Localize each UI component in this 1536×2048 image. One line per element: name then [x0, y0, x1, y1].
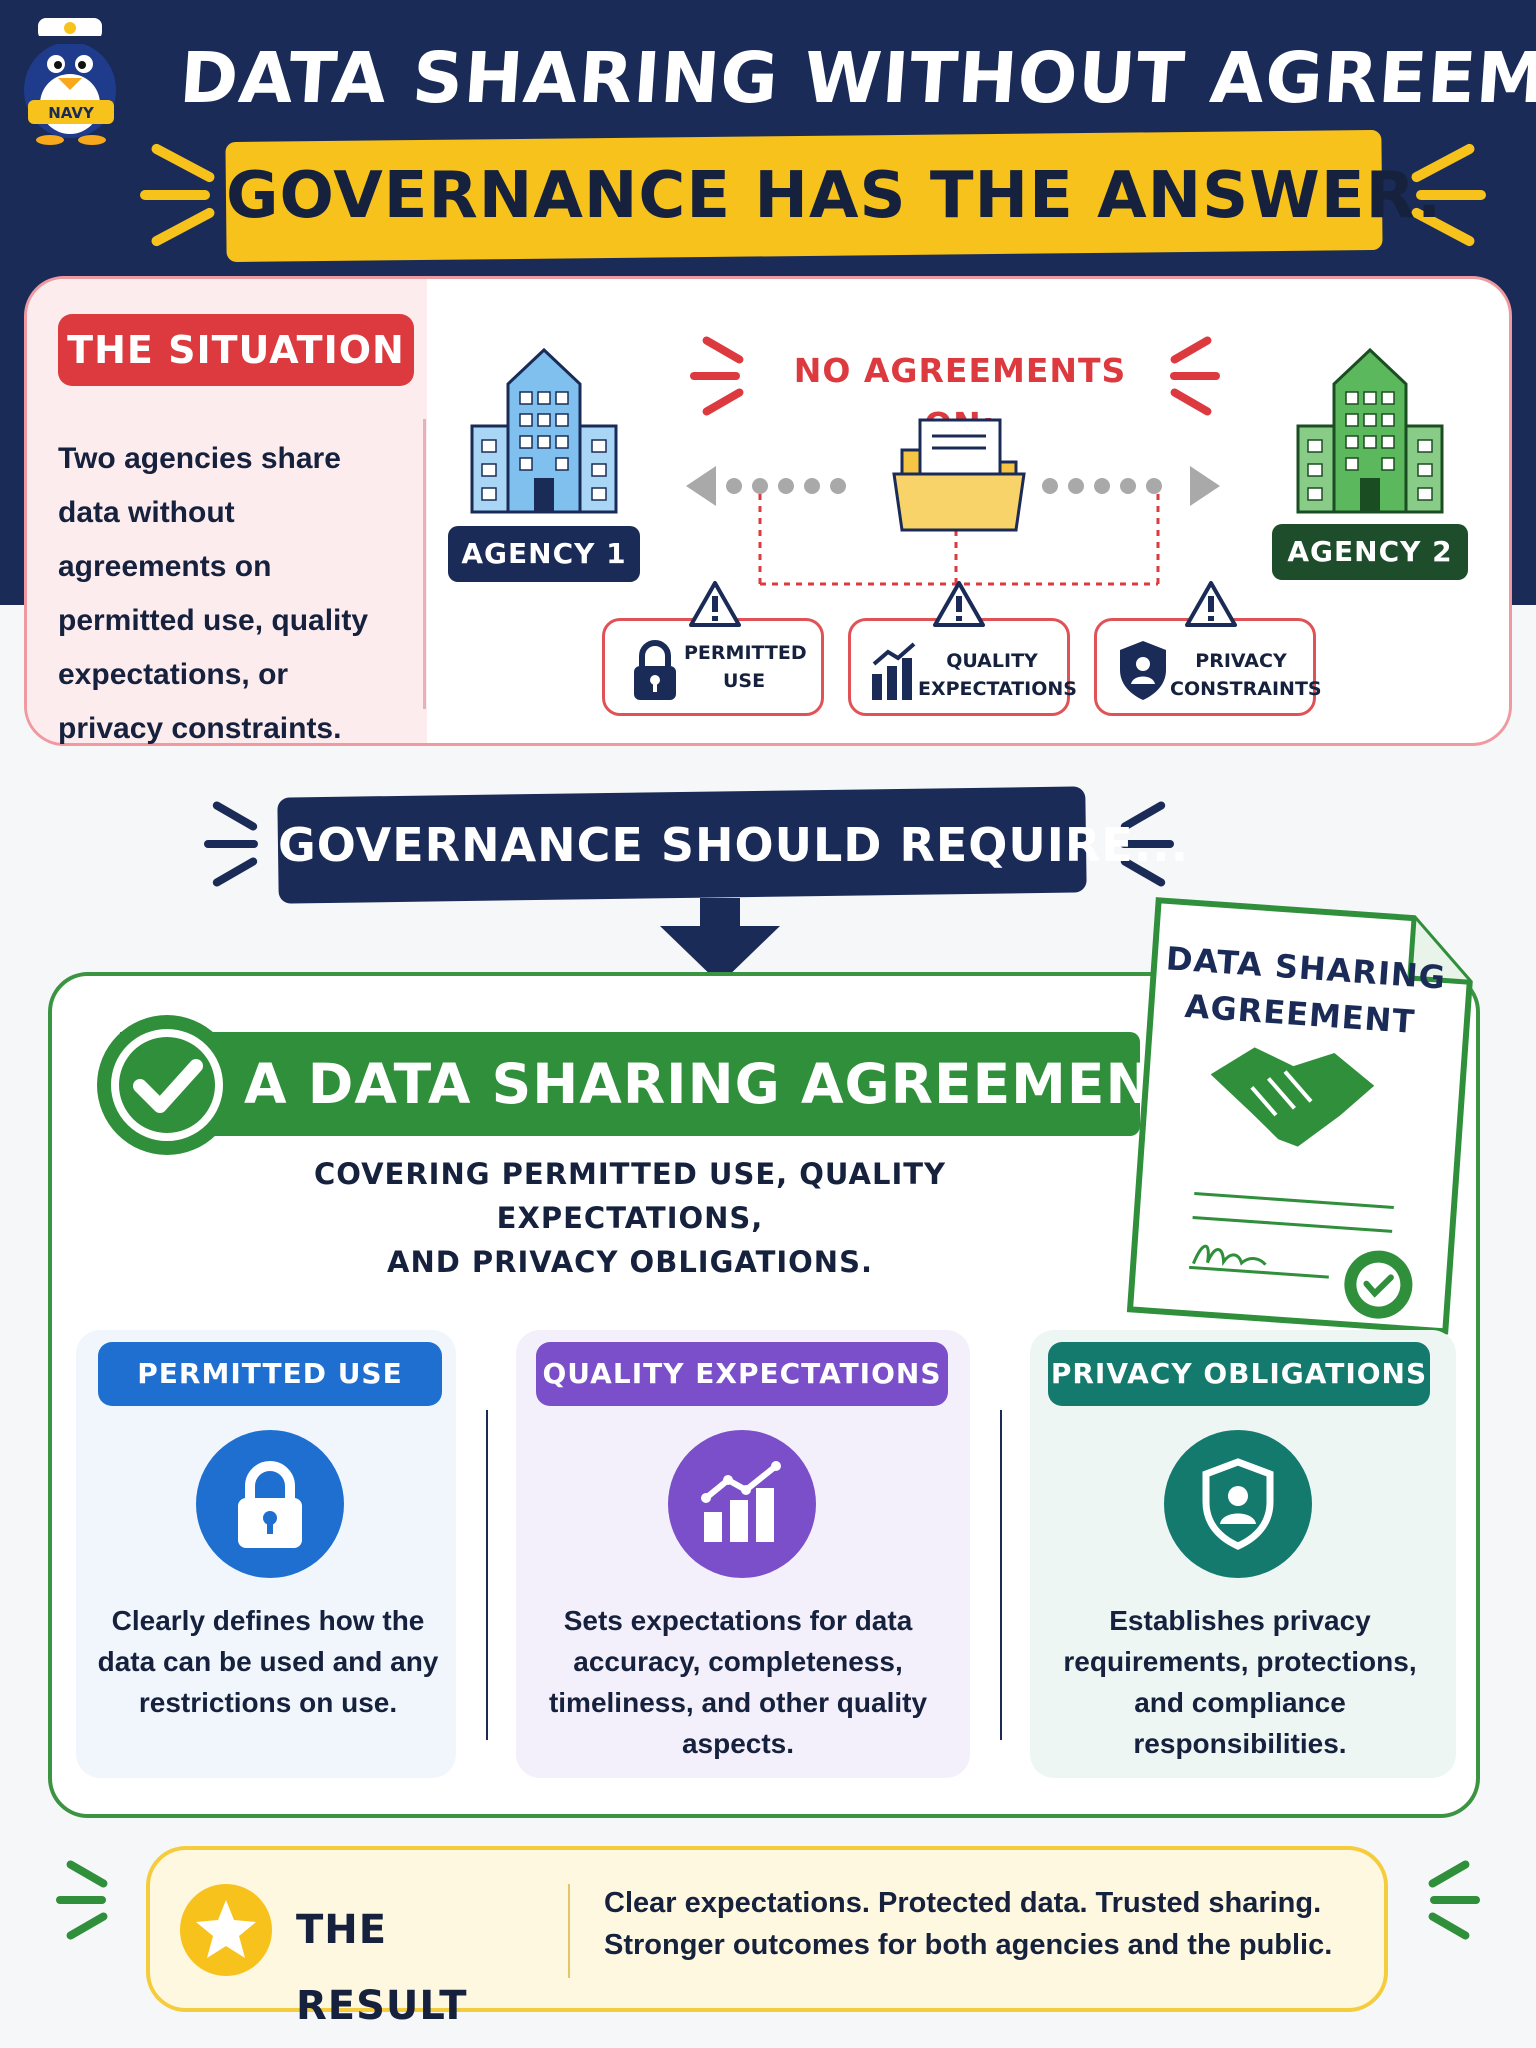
- agreement-subtitle: COVERING PERMITTED USE, QUALITY EXPECTAT…: [180, 1152, 1080, 1284]
- result-title: THE RESULT: [296, 1907, 468, 2029]
- page-title: DATA SHARING WITHOUT AGREEMENTS?: [177, 37, 1536, 119]
- agency-1-label: AGENCY 1: [448, 526, 640, 582]
- burst-mark: [690, 372, 740, 380]
- column-text-permitted-use: Clearly defines how the data can be used…: [97, 1605, 439, 1718]
- shield-user-icon: [1164, 1430, 1312, 1578]
- divider: [486, 1410, 488, 1740]
- result-bar: [146, 1846, 1388, 2012]
- agreement-ribbon: [120, 1032, 1140, 1136]
- burst-mark: [1430, 1896, 1480, 1904]
- divider: [423, 419, 426, 709]
- page-subtitle: GOVERNANCE HAS THE ANSWER.: [226, 159, 1443, 233]
- agreement-subtitle-line1: COVERING PERMITTED USE, QUALITY EXPECTAT…: [313, 1157, 947, 1235]
- check-circle-icon: [97, 1015, 237, 1155]
- governance-banner-text: GOVERNANCE SHOULD REQUIRE...: [278, 818, 1190, 872]
- result-line2: Stronger outcomes for both agencies and …: [604, 1929, 1333, 1961]
- warning-icon: [689, 581, 741, 627]
- issue-label-line2: EXPECTATIONS: [918, 678, 1077, 700]
- situation-label: THE SITUATION: [58, 314, 414, 386]
- burst-mark: [204, 840, 258, 848]
- star-icon: [180, 1884, 272, 1976]
- arrow-down-icon: [660, 898, 780, 984]
- shield-user-icon: [1120, 641, 1166, 700]
- agency-1-building-icon: [470, 347, 618, 514]
- agency-2-label: AGENCY 2: [1272, 524, 1468, 580]
- burst-mark: [1120, 840, 1174, 848]
- lock-icon: [634, 640, 676, 700]
- burst-mark: [1170, 372, 1220, 380]
- issue-label-line1: PRIVACY: [1195, 650, 1287, 672]
- agreement-document-graphic: [1126, 897, 1473, 1335]
- agency-2-building-icon: [1296, 347, 1444, 514]
- column-title-privacy-obligations: PRIVACY OBLIGATIONS: [1048, 1342, 1430, 1406]
- issue-quality-expectations: [848, 618, 1070, 716]
- divider: [1000, 1410, 1002, 1740]
- column-text-quality-expectations: Sets expectations for data accuracy, com…: [548, 1605, 928, 1759]
- issue-label-line1: QUALITY: [946, 650, 1038, 672]
- issue-label-line1: PERMITTED: [684, 642, 807, 664]
- burst-mark: [1416, 190, 1486, 200]
- burst-mark: [56, 1896, 106, 1904]
- issue-label-line2: CONSTRAINTS: [1170, 678, 1322, 700]
- situation-description: Two agencies share data without agreemen…: [58, 442, 369, 745]
- chart-icon: [668, 1430, 816, 1578]
- column-text-privacy-obligations: Establishes privacy requirements, protec…: [1063, 1605, 1417, 1759]
- data-flow-graphic: [686, 418, 1220, 586]
- agreement-title: A DATA SHARING AGREEMENT: [244, 1052, 1192, 1116]
- handshake-icon: [1210, 1047, 1375, 1147]
- divider: [568, 1884, 570, 1978]
- result-text: Clear expectations. Protected data. Trus…: [604, 1882, 1364, 1966]
- column-title-quality-expectations: QUALITY EXPECTATIONS: [536, 1342, 948, 1406]
- burst-mark: [140, 190, 210, 200]
- lock-icon: [196, 1430, 344, 1578]
- warning-icon: [1185, 581, 1237, 627]
- agreement-subtitle-line2: AND PRIVACY OBLIGATIONS.: [387, 1245, 873, 1279]
- no-agreements-heading: NO AGREEMENTS ON:: [793, 351, 1127, 444]
- issue-label-line2: USE: [722, 670, 766, 692]
- mascot-badge-text: NAVY: [48, 104, 95, 122]
- navy-mascot-logo: NAVY: [24, 18, 116, 145]
- column-title-permitted-use: PERMITTED USE: [98, 1342, 442, 1406]
- result-line1: Clear expectations. Protected data. Trus…: [604, 1887, 1322, 1919]
- chart-icon: [872, 642, 916, 700]
- warning-icon: [933, 581, 985, 627]
